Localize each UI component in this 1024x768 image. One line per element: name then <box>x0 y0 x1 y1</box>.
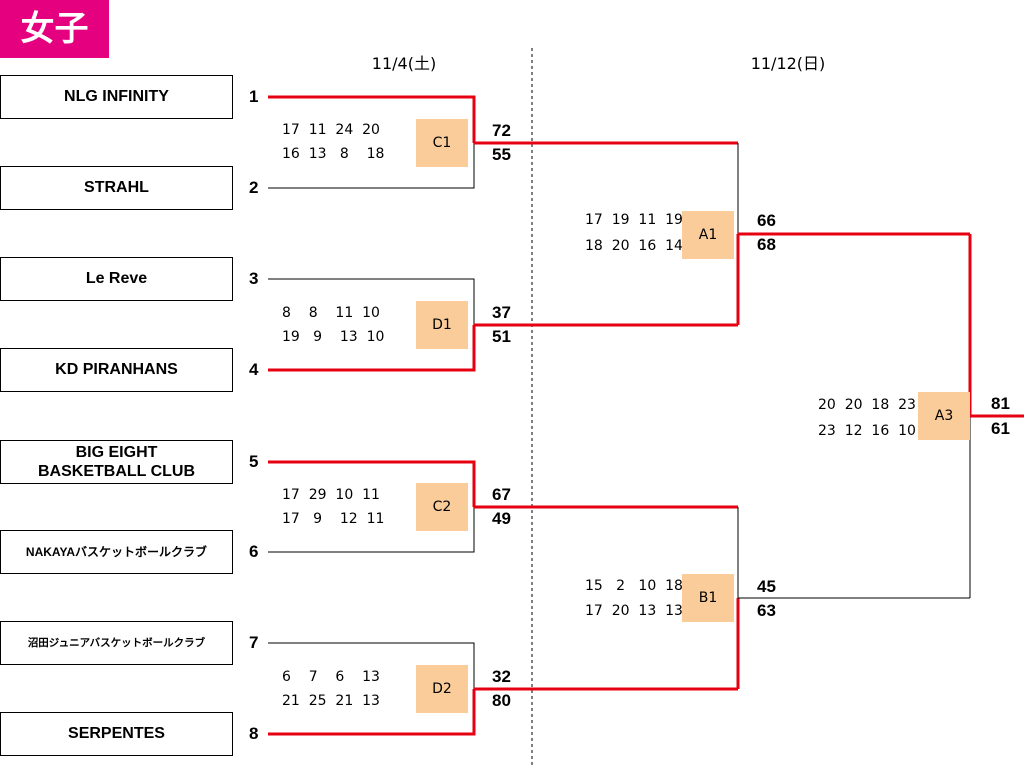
team-box: BIG EIGHT BASKETBALL CLUB <box>0 440 233 484</box>
quarter-scores: 17 29 10 11 <box>282 487 380 503</box>
line-team5-win <box>268 460 476 507</box>
team-box: Le Reve <box>0 257 233 301</box>
seed-number: 2 <box>249 178 259 197</box>
quarter-scores: 19 9 13 10 <box>282 329 385 345</box>
quarter-scores: 8 8 11 10 <box>282 305 380 321</box>
seed-number: 7 <box>249 633 259 652</box>
team-box: SERPENTES <box>0 712 233 756</box>
team-box: NAKAYAバスケットボールクラブ <box>0 530 233 574</box>
line-team7 <box>268 642 475 689</box>
game-score: 51 <box>492 327 511 346</box>
game-score: 45 <box>757 577 776 596</box>
quarter-scores: 18 20 16 14 <box>585 238 683 254</box>
game-score: 55 <box>492 145 511 164</box>
team-box: STRAHL <box>0 166 233 210</box>
page-title: 女子 <box>0 0 109 58</box>
game-score: 66 <box>757 211 776 230</box>
line-team4-win <box>268 325 476 372</box>
team-box: 沼田ジュニアバスケットボールクラブ <box>0 621 233 665</box>
game-box: A3 <box>918 392 970 440</box>
quarter-scores: 20 20 18 23 <box>818 397 916 413</box>
line-team8-win <box>268 689 476 736</box>
seed-number: 8 <box>249 724 259 743</box>
team-box: KD PIRANHANS <box>0 348 233 392</box>
game-box: C1 <box>416 119 468 167</box>
quarter-scores: 17 19 11 19 <box>585 212 683 228</box>
game-box: A1 <box>682 211 734 259</box>
game-score: 61 <box>991 419 1010 438</box>
game-score: 49 <box>492 509 511 528</box>
seed-number: 3 <box>249 269 259 288</box>
quarter-scores: 17 20 13 13 <box>585 603 683 619</box>
quarter-scores: 21 25 21 13 <box>282 693 380 709</box>
seed-number: 5 <box>249 452 259 471</box>
seed-number: 6 <box>249 542 259 561</box>
date-round2: 11/12(日) <box>750 54 826 73</box>
line-team6 <box>268 507 475 553</box>
game-score: 68 <box>757 235 776 254</box>
game-score: 72 <box>492 121 511 140</box>
line-team3 <box>268 278 475 325</box>
game-score: 80 <box>492 691 511 710</box>
game-box: C2 <box>416 483 468 531</box>
quarter-scores: 16 13 8 18 <box>282 146 385 162</box>
game-score: 81 <box>991 394 1010 413</box>
game-box: B1 <box>682 574 734 622</box>
quarter-scores: 23 12 16 10 <box>818 423 916 439</box>
quarter-scores: 6 7 6 13 <box>282 669 380 685</box>
seed-number: 1 <box>249 87 259 106</box>
game-box: D2 <box>416 665 468 713</box>
game-score: 63 <box>757 601 776 620</box>
team-box: NLG INFINITY <box>0 75 233 119</box>
quarter-scores: 17 9 12 11 <box>282 511 385 527</box>
quarter-scores: 17 11 24 20 <box>282 122 380 138</box>
game-score: 37 <box>492 303 511 322</box>
game-box: D1 <box>416 301 468 349</box>
quarter-scores: 15 2 10 18 <box>585 578 683 594</box>
game-score: 67 <box>492 485 511 504</box>
line-team1-win <box>268 95 476 143</box>
seed-number: 4 <box>249 360 259 379</box>
game-score: 32 <box>492 667 511 686</box>
date-round1: 11/4(土) <box>371 54 437 73</box>
line-team2 <box>268 143 475 189</box>
